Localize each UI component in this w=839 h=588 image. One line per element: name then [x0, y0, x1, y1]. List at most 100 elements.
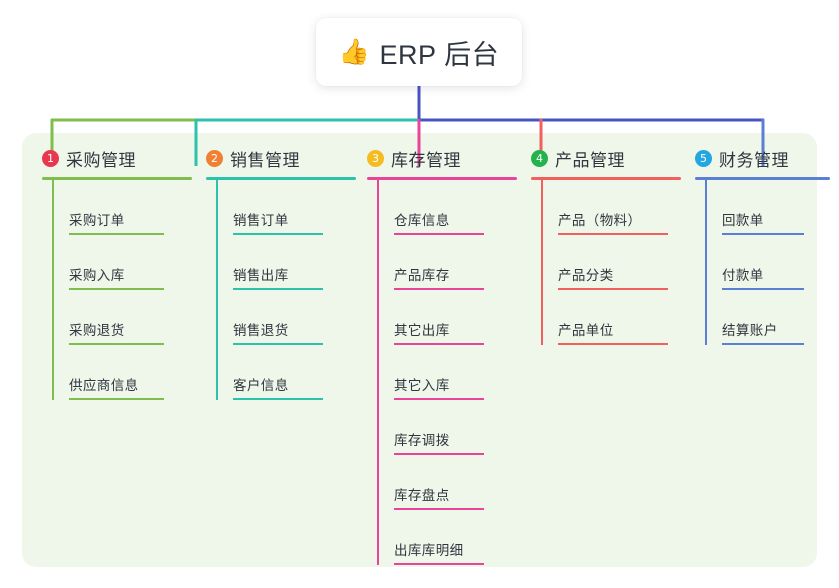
leaf-label: 库存调拨	[394, 433, 450, 449]
branch-header-4[interactable]: 4 产品管理	[531, 146, 681, 170]
branch-spine	[541, 180, 543, 345]
leaf-label: 付款单	[722, 268, 764, 284]
branch-number-badge: 5	[695, 149, 712, 167]
leaf-node[interactable]: 供应商信息	[42, 345, 192, 400]
leaf-label: 产品库存	[394, 268, 450, 284]
leaf-rule	[69, 343, 164, 345]
branch-column-4: 4 产品管理产品（物料） 产品分类产品单位	[531, 146, 681, 345]
leaf-node[interactable]: 其它入库	[367, 345, 517, 400]
branch-header-rule	[531, 177, 681, 180]
root-title-text: ERP 后台	[379, 39, 500, 70]
root-title: 👍 ERP 后台	[339, 33, 499, 72]
leaf-label: 客户信息	[233, 378, 289, 394]
leaf-rule	[558, 288, 668, 290]
leaf-node[interactable]: 产品库存	[367, 235, 517, 290]
leaf-rule	[233, 343, 323, 345]
leaf-rule	[558, 233, 668, 235]
branch-header-rule	[206, 177, 356, 180]
leaf-rule	[69, 288, 164, 290]
branch-header-1[interactable]: 1 采购管理	[42, 146, 192, 170]
branch-items: 销售订单销售出库销售退货客户信息	[206, 180, 356, 400]
leaf-rule	[233, 233, 323, 235]
thumbs-up-icon: 👍	[338, 37, 371, 66]
branch-spine	[377, 180, 379, 565]
leaf-label: 仓库信息	[394, 213, 450, 229]
branch-number-badge: 2	[206, 149, 223, 167]
leaf-node[interactable]: 销售退货	[206, 290, 356, 345]
leaf-label: 销售出库	[233, 268, 289, 284]
branch-header-5[interactable]: 5 财务管理	[695, 146, 830, 170]
branch-spine	[705, 180, 707, 345]
branch-number-badge: 1	[42, 149, 59, 167]
leaf-rule	[394, 233, 484, 235]
leaf-label: 回款单	[722, 213, 764, 229]
leaf-label: 供应商信息	[69, 378, 139, 394]
branch-spine	[52, 180, 54, 400]
branch-number-badge: 4	[531, 149, 548, 167]
leaf-label: 结算账户	[722, 323, 778, 339]
leaf-label: 产品分类	[558, 268, 614, 284]
branch-number-badge: 3	[367, 149, 384, 167]
leaf-node[interactable]: 其它出库	[367, 290, 517, 345]
leaf-node[interactable]: 库存盘点	[367, 455, 517, 510]
leaf-rule	[233, 288, 323, 290]
branch-header-rule	[42, 177, 192, 180]
branch-column-3: 3 库存管理仓库信息产品库存其它出库其它入库库存调拨库存盘点出库库明细	[367, 146, 517, 565]
branch-title: 采购管理	[66, 150, 136, 170]
branch-column-1: 1 采购管理采购订单采购入库采购退货供应商信息	[42, 146, 192, 400]
leaf-rule	[722, 343, 804, 345]
leaf-node[interactable]: 采购退货	[42, 290, 192, 345]
branches-panel	[22, 133, 817, 567]
branch-title: 销售管理	[230, 150, 300, 170]
leaf-rule	[722, 233, 804, 235]
leaf-label: 其它入库	[394, 378, 450, 394]
leaf-node[interactable]: 回款单	[695, 180, 830, 235]
branch-spine	[216, 180, 218, 400]
leaf-node[interactable]: 销售出库	[206, 235, 356, 290]
leaf-node[interactable]: 销售订单	[206, 180, 356, 235]
branch-items: 采购订单采购入库采购退货供应商信息	[42, 180, 192, 400]
leaf-label: 其它出库	[394, 323, 450, 339]
leaf-rule	[394, 508, 484, 510]
leaf-node[interactable]: 产品（物料）	[531, 180, 681, 235]
leaf-rule	[394, 563, 484, 565]
branch-items: 产品（物料） 产品分类产品单位	[531, 180, 681, 345]
leaf-node[interactable]: 付款单	[695, 235, 830, 290]
leaf-node[interactable]: 库存调拨	[367, 400, 517, 455]
branch-header-3[interactable]: 3 库存管理	[367, 146, 517, 170]
leaf-rule	[394, 453, 484, 455]
leaf-node[interactable]: 结算账户	[695, 290, 830, 345]
branch-items: 仓库信息产品库存其它出库其它入库库存调拨库存盘点出库库明细	[367, 180, 517, 565]
leaf-label: 产品（物料）	[558, 213, 642, 229]
branch-header-2[interactable]: 2 销售管理	[206, 146, 356, 170]
leaf-rule	[394, 398, 484, 400]
leaf-node[interactable]: 出库库明细	[367, 510, 517, 565]
branch-header-rule	[695, 177, 830, 180]
leaf-node[interactable]: 采购入库	[42, 235, 192, 290]
leaf-node[interactable]: 产品分类	[531, 235, 681, 290]
leaf-label: 出库库明细	[394, 543, 464, 559]
root-node[interactable]: 👍 ERP 后台	[316, 18, 522, 86]
leaf-rule	[394, 288, 484, 290]
leaf-label: 产品单位	[558, 323, 614, 339]
branch-title: 库存管理	[391, 150, 461, 170]
leaf-label: 销售订单	[233, 213, 289, 229]
leaf-node[interactable]: 产品单位	[531, 290, 681, 345]
leaf-rule	[394, 343, 484, 345]
leaf-label: 采购订单	[69, 213, 125, 229]
leaf-node[interactable]: 客户信息	[206, 345, 356, 400]
leaf-rule	[69, 398, 164, 400]
leaf-label: 库存盘点	[394, 488, 450, 504]
leaf-rule	[69, 233, 164, 235]
leaf-rule	[558, 343, 668, 345]
branch-column-5: 5 财务管理回款单付款单结算账户	[695, 146, 830, 345]
leaf-node[interactable]: 仓库信息	[367, 180, 517, 235]
leaf-node[interactable]: 采购订单	[42, 180, 192, 235]
leaf-label: 采购入库	[69, 268, 125, 284]
branch-title: 财务管理	[719, 150, 789, 170]
leaf-label: 采购退货	[69, 323, 125, 339]
branch-title: 产品管理	[555, 150, 625, 170]
branch-column-2: 2 销售管理销售订单销售出库销售退货客户信息	[206, 146, 356, 400]
leaf-label: 销售退货	[233, 323, 289, 339]
